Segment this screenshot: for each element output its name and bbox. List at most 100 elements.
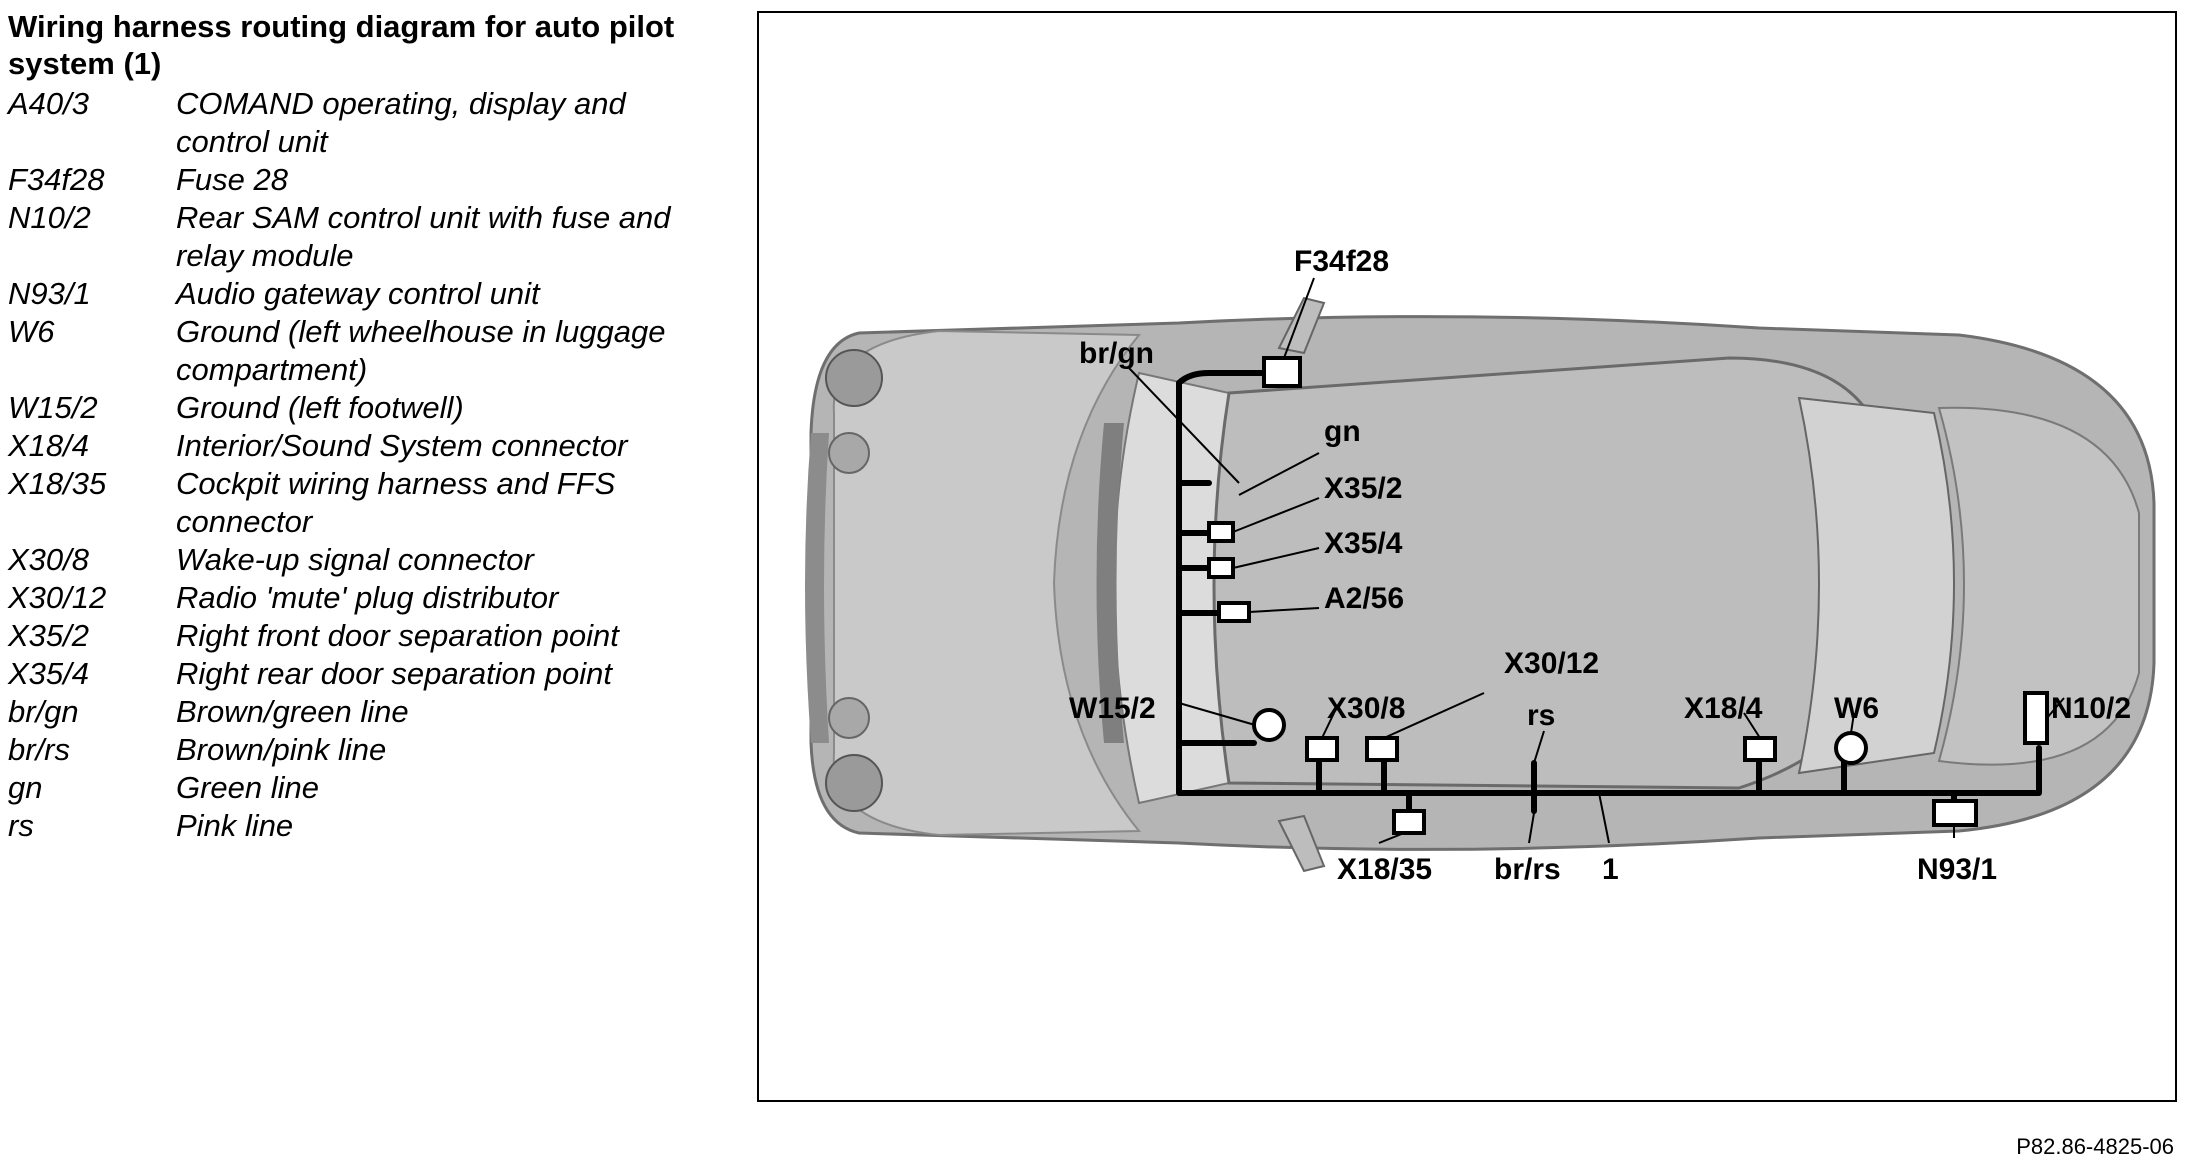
legend-row: F34f28 Fuse 28 bbox=[8, 161, 708, 199]
leader-w6 bbox=[1850, 712, 1855, 734]
leader-n10-2 bbox=[2046, 697, 2065, 719]
legend-description: Interior/Sound System connector bbox=[176, 428, 628, 463]
legend-description: Brown/green line bbox=[176, 694, 409, 729]
label-n10-2: N10/2 bbox=[2051, 692, 2131, 725]
legend-code: X30/12 bbox=[8, 580, 107, 615]
legend-code: gn bbox=[8, 770, 43, 805]
label-br-gn: br/gn bbox=[1079, 337, 1154, 370]
label-x30-8: X30/8 bbox=[1327, 692, 1405, 725]
leader-lines bbox=[1128, 277, 2065, 844]
legend-description: Audio gateway control unit bbox=[176, 276, 540, 311]
legend-description: Right front door separation point bbox=[176, 618, 619, 653]
legend-row: X18/4 Interior/Sound System connector bbox=[8, 427, 708, 465]
label-x35-4: X35/4 bbox=[1324, 527, 1403, 560]
legend-description: Ground (left wheelhouse in luggage compa… bbox=[176, 314, 666, 387]
ground-w6 bbox=[1834, 731, 1868, 765]
legend-code: A40/3 bbox=[8, 86, 90, 121]
legend-code: N93/1 bbox=[8, 276, 91, 311]
legend-code: N10/2 bbox=[8, 200, 91, 235]
label-x35-2: X35/2 bbox=[1324, 472, 1402, 505]
leader-gn bbox=[1238, 452, 1320, 496]
legend-description: Cockpit wiring harness and FFS connector bbox=[176, 466, 616, 539]
label-gn: gn bbox=[1324, 415, 1361, 448]
wiring-harness bbox=[1176, 370, 2042, 816]
hood bbox=[832, 329, 1142, 837]
leader-rs bbox=[1533, 730, 1545, 764]
legend-row: W6 Ground (left wheelhouse in luggage com… bbox=[8, 313, 708, 389]
label-w6: W6 bbox=[1834, 692, 1879, 725]
foglight-right bbox=[828, 697, 870, 739]
foglight-left bbox=[828, 432, 870, 474]
leader-x30-8 bbox=[1321, 712, 1335, 739]
leader-x35-2 bbox=[1232, 497, 1320, 533]
connector-x35-2 bbox=[1207, 521, 1235, 543]
car-illustration bbox=[805, 296, 2156, 873]
legend-list: A40/3 COMAND operating, display and contr… bbox=[8, 85, 708, 845]
leader-f34f28 bbox=[1283, 277, 1315, 359]
legend-description: Brown/pink line bbox=[176, 732, 387, 767]
legend-description: Right rear door separation point bbox=[176, 656, 612, 691]
legend-description: Rear SAM control unit with fuse and rela… bbox=[176, 200, 671, 273]
legend-code: W15/2 bbox=[8, 390, 98, 425]
connector-x35-4 bbox=[1207, 557, 1235, 579]
legend-description: Pink line bbox=[176, 808, 294, 843]
rear-window bbox=[1797, 396, 1955, 775]
legend-code: br/gn bbox=[8, 694, 79, 729]
label-a2-56: A2/56 bbox=[1324, 582, 1404, 615]
legend-panel: Wiring harness routing diagram for auto … bbox=[8, 8, 708, 845]
legend-code: W6 bbox=[8, 314, 55, 349]
legend-row: X30/12 Radio 'mute' plug distributor bbox=[8, 579, 708, 617]
leader-a2-56 bbox=[1248, 607, 1320, 613]
legend-row: br/rs Brown/pink line bbox=[8, 731, 708, 769]
harness-main-run bbox=[1176, 380, 2042, 796]
connector-x30-12 bbox=[1365, 736, 1399, 762]
legend-description: COMAND operating, display and control un… bbox=[176, 86, 626, 159]
figure-reference: P82.86-4825-06 bbox=[2016, 1134, 2174, 1159]
label-f34f28: F34f28 bbox=[1294, 245, 1389, 278]
label-w15-2: W15/2 bbox=[1069, 692, 1156, 725]
label-rs: rs bbox=[1527, 699, 1555, 732]
label-x18-35: X18/35 bbox=[1337, 853, 1432, 886]
legend-code: rs bbox=[8, 808, 34, 843]
legend-description: Radio 'mute' plug distributor bbox=[176, 580, 559, 615]
legend-row: br/gn Brown/green line bbox=[8, 693, 708, 731]
front-grille bbox=[805, 433, 829, 743]
label-x30-12: X30/12 bbox=[1504, 647, 1599, 680]
connector-x30-8 bbox=[1305, 736, 1339, 762]
harness-w15-branch bbox=[1176, 740, 1257, 776]
cowl-vent bbox=[1096, 423, 1124, 743]
harness-front-branch bbox=[1176, 370, 1267, 386]
label-harness-1: 1 bbox=[1602, 853, 1619, 886]
connector-x18-35 bbox=[1392, 809, 1426, 835]
diagram-title: Wiring harness routing diagram for auto … bbox=[8, 9, 675, 81]
legend-code: X35/2 bbox=[8, 618, 90, 653]
ground-w15-2 bbox=[1252, 708, 1286, 742]
leader-br-gn bbox=[1128, 367, 1240, 484]
legend-code: br/rs bbox=[8, 732, 70, 767]
trunk-lid bbox=[1937, 406, 2140, 766]
label-x18-4: X18/4 bbox=[1684, 692, 1763, 725]
legend-description: Wake-up signal connector bbox=[176, 542, 534, 577]
connector-x18-4 bbox=[1743, 736, 1777, 762]
unit-n93-1 bbox=[1932, 799, 1978, 827]
leader-x18-4 bbox=[1743, 712, 1761, 739]
leader-w15-2 bbox=[1178, 702, 1256, 726]
leader-br-rs bbox=[1528, 812, 1535, 844]
label-n93-1: N93/1 bbox=[1917, 853, 1997, 886]
leader-1 bbox=[1598, 792, 1610, 844]
legend-description: Fuse 28 bbox=[176, 162, 289, 197]
legend-code: F34f28 bbox=[8, 162, 105, 197]
connector-a2-56 bbox=[1217, 601, 1251, 623]
car-wiring-diagram: F34f28 br/gn gn X35/2 X35/4 A2/56 X30/12… bbox=[805, 245, 2156, 886]
leader-x30-12 bbox=[1383, 692, 1485, 739]
legend-row: X35/2 Right front door separation point bbox=[8, 617, 708, 655]
legend-row: A40/3 COMAND operating, display and contr… bbox=[8, 85, 708, 161]
leader-x35-4 bbox=[1232, 547, 1320, 569]
legend-code: X18/4 bbox=[8, 428, 90, 463]
headlight-left bbox=[825, 349, 883, 407]
